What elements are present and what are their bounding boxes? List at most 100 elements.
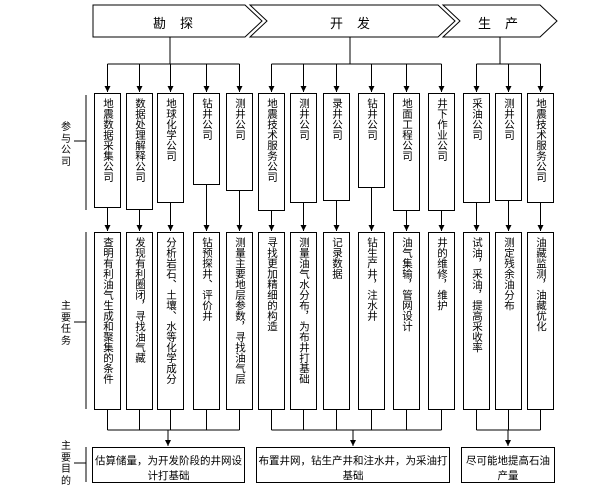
task-box: 钻生产井，注水井 — [358, 232, 385, 410]
company-name: 录井公司 — [331, 98, 343, 140]
task-text: 油气集输，管网设计 — [401, 237, 413, 332]
phase-arrow-production — [441, 4, 558, 38]
goal-box-development: 布置井网，钻生产井和注水井，为采油打基础 — [256, 447, 450, 483]
arrowhead — [300, 86, 307, 92]
company-box: 钻井公司 — [193, 93, 220, 185]
company-box: 地震数据采集公司 — [94, 93, 121, 208]
arrowhead — [167, 225, 174, 231]
arrowhead — [104, 86, 111, 92]
goal-text-exploration: 估算储量，为开发阶段的井网设计打基础 — [95, 455, 242, 482]
task-box: 试油，采油，提高采收率 — [463, 232, 490, 410]
task-text: 钻生产井，注水井 — [366, 237, 378, 321]
task-box: 油藏监测，油藏优化 — [527, 232, 554, 410]
arrowhead — [268, 225, 275, 231]
task-text: 测量主要地层参数，寻找油气层 — [234, 237, 246, 384]
task-box: 钻预探井、评价井 — [193, 232, 220, 410]
arrowhead — [505, 225, 512, 231]
arrowhead — [203, 225, 210, 231]
task-box: 油气集输，管网设计 — [393, 232, 420, 410]
arrowhead — [403, 86, 410, 92]
company-name: 测井公司 — [298, 98, 310, 140]
goal-text-production: 尽可能地提高石油产量 — [466, 455, 550, 482]
company-name: 井下作业公司 — [436, 98, 448, 161]
goal-box-exploration: 估算储量，为开发阶段的井网设计打基础 — [92, 447, 245, 483]
phase-label-exploration: 勘探 — [153, 17, 208, 32]
arrowhead — [473, 86, 480, 92]
company-name: 钻井公司 — [366, 98, 378, 140]
arrowhead — [473, 225, 480, 231]
arrowhead — [438, 86, 445, 92]
task-text: 测量油气水分布，为布井打基础 — [298, 237, 310, 384]
company-box: 录井公司 — [323, 93, 350, 201]
company-name: 数据处理解释公司 — [134, 98, 146, 182]
company-name: 钻井公司 — [201, 98, 213, 140]
arrowhead — [104, 225, 111, 231]
phase-label-production: 生产 — [478, 17, 533, 32]
arrowhead — [537, 225, 544, 231]
company-name: 地面工程公司 — [401, 98, 413, 161]
task-box: 发现有利圈闭，寻找油气藏 — [126, 232, 153, 410]
row-label-goals: 主要目的 — [61, 441, 71, 487]
arrowhead — [350, 440, 356, 446]
company-box: 地球化学公司 — [157, 93, 184, 203]
arrowhead — [136, 86, 143, 92]
arrowhead — [368, 86, 375, 92]
task-text: 查明有利油气生成和聚集的条件 — [102, 237, 114, 384]
phase-arrow-exploration — [92, 4, 263, 38]
arrowhead — [203, 86, 210, 92]
task-box: 分析岩石、土壤、水等化学成分 — [157, 232, 184, 410]
arrowhead — [505, 440, 511, 446]
company-box: 测井公司 — [495, 93, 522, 201]
company-box: 地震技术服务公司 — [258, 93, 285, 211]
arrowhead — [505, 86, 512, 92]
task-text: 测定残余油分布 — [503, 237, 515, 311]
company-box: 钻井公司 — [358, 93, 385, 188]
arrowhead — [333, 225, 340, 231]
task-text: 井的维修，维护 — [436, 237, 448, 311]
task-box: 井的维修，维护 — [428, 232, 455, 410]
company-name: 采油公司 — [471, 98, 483, 140]
goal-box-production: 尽可能地提高石油产量 — [461, 447, 555, 483]
task-box: 寻找更加精细的构造 — [258, 232, 285, 410]
company-box: 数据处理解释公司 — [126, 93, 153, 210]
task-box: 测量主要地层参数，寻找油气层 — [226, 232, 253, 410]
task-text: 试油，采油，提高采收率 — [471, 237, 483, 353]
company-box: 地震技术服务公司 — [527, 93, 554, 203]
arrowhead — [368, 225, 375, 231]
arrowhead — [403, 225, 410, 231]
company-name: 地震技术服务公司 — [535, 98, 547, 182]
arrowhead — [537, 86, 544, 92]
company-box: 井下作业公司 — [428, 93, 455, 211]
phase-label-development: 开发 — [330, 17, 385, 32]
arrowhead — [300, 225, 307, 231]
arrowhead — [268, 86, 275, 92]
company-box: 地面工程公司 — [393, 93, 420, 211]
task-text: 寻找更加精细的构造 — [266, 237, 278, 332]
task-text: 油藏监测，油藏优化 — [535, 237, 547, 332]
company-box: 测井公司 — [226, 93, 253, 191]
task-box: 测量油气水分布，为布井打基础 — [290, 232, 317, 410]
goal-text-development: 布置井网，钻生产井和注水井，为采油打基础 — [258, 455, 448, 482]
arrowhead — [167, 86, 174, 92]
task-box: 记录数据 — [323, 232, 350, 410]
company-box: 测井公司 — [290, 93, 317, 203]
task-box: 查明有利油气生成和聚集的条件 — [94, 232, 121, 410]
arrowhead — [236, 225, 243, 231]
task-box: 测定残余油分布 — [495, 232, 522, 410]
company-name: 地震数据采集公司 — [102, 98, 114, 182]
company-name: 地球化学公司 — [165, 98, 177, 161]
company-name: 测井公司 — [234, 98, 246, 140]
task-text: 钻预探井、评价井 — [201, 237, 213, 321]
arrowhead — [236, 86, 243, 92]
phase-arrow-development — [248, 4, 456, 38]
company-name: 测井公司 — [503, 98, 515, 140]
arrowhead — [333, 86, 340, 92]
arrowhead — [165, 440, 171, 446]
task-text: 记录数据 — [331, 237, 343, 279]
task-text: 分析岩石、土壤、水等化学成分 — [165, 237, 177, 384]
arrowhead — [136, 225, 143, 231]
arrowhead — [438, 225, 445, 231]
company-box: 采油公司 — [463, 93, 490, 203]
